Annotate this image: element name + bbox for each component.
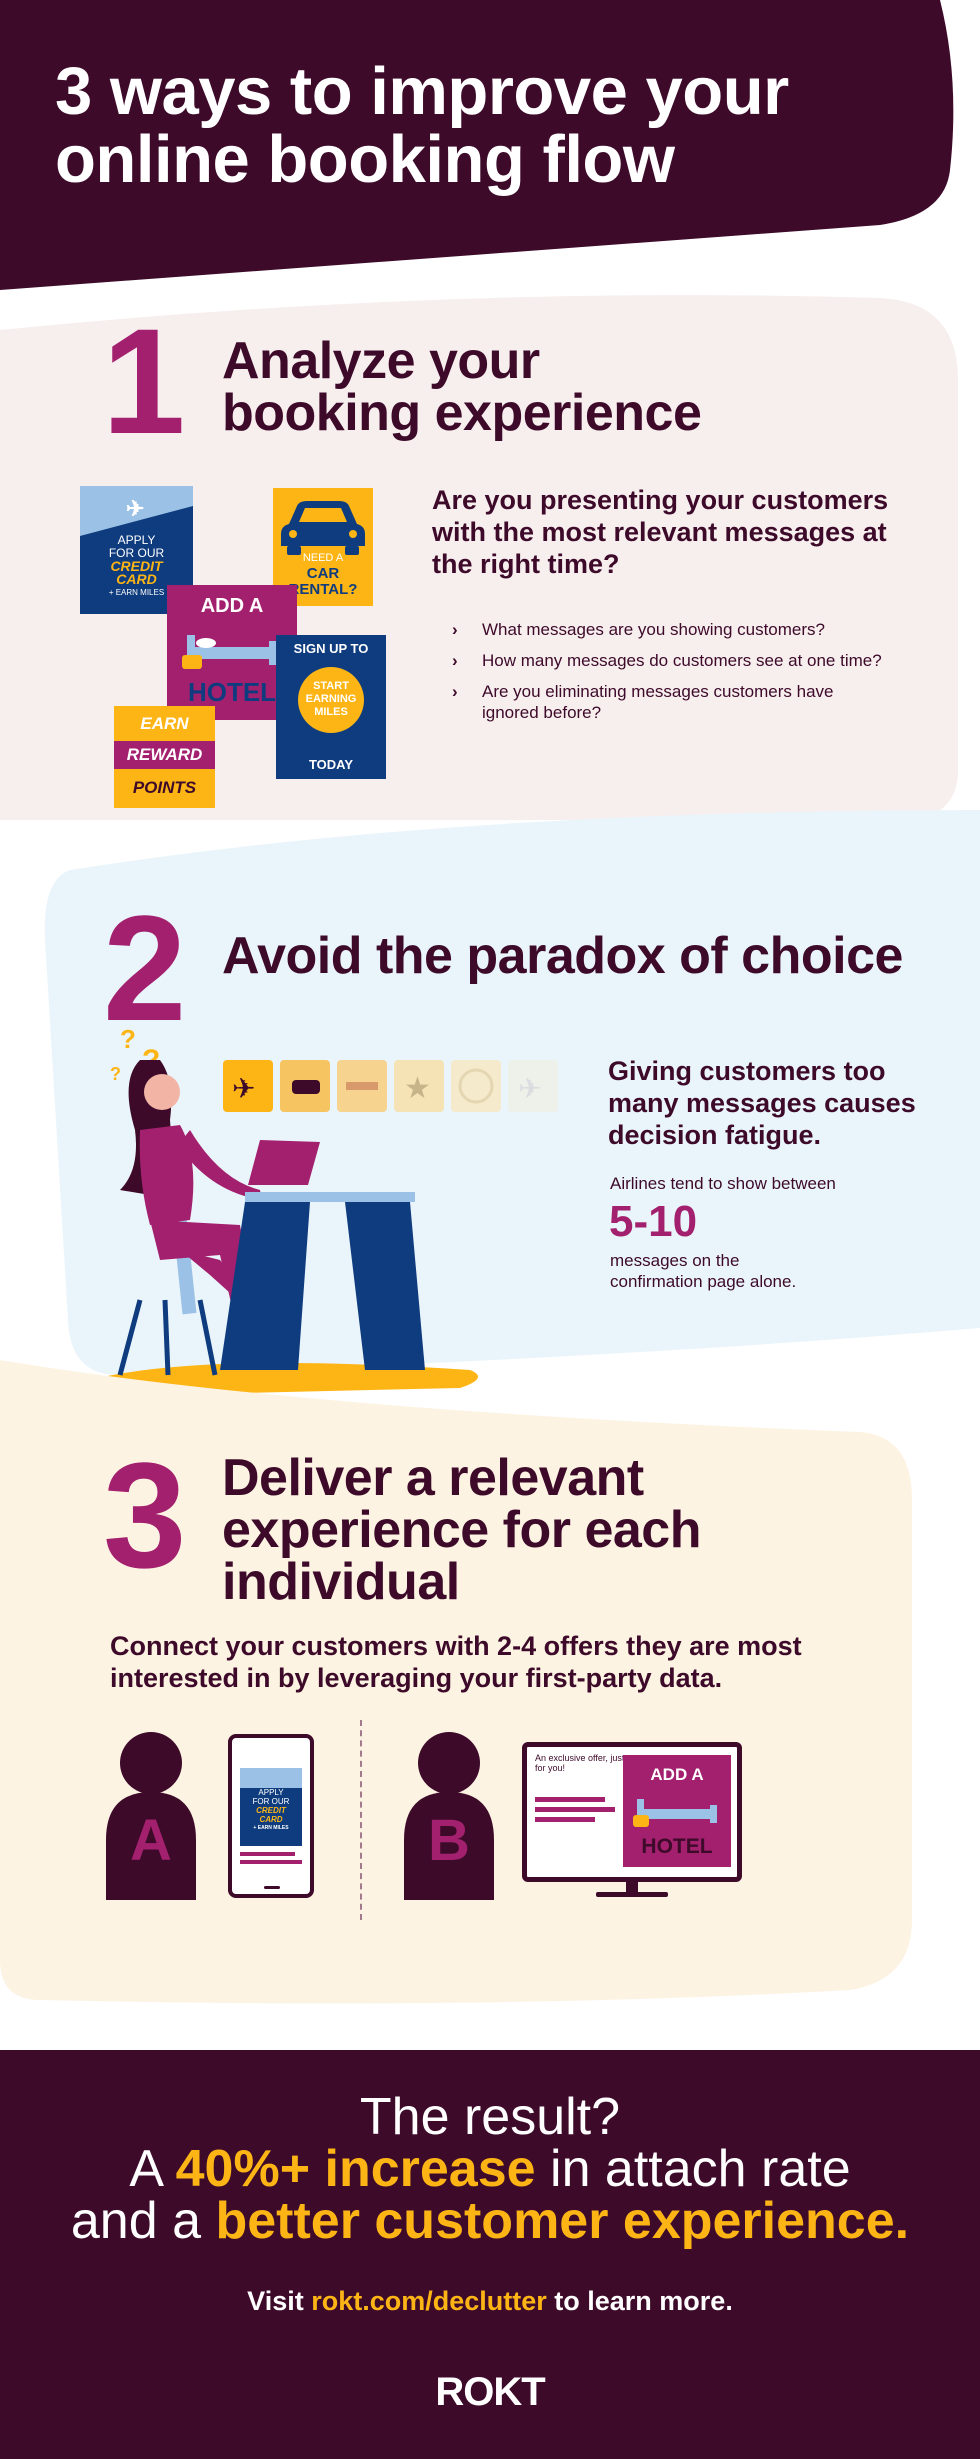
section3-title: Deliver a relevant experience for each i… [222, 1449, 701, 1611]
monitor-base [596, 1892, 668, 1897]
bed-icon [633, 1799, 717, 1827]
earn-text: EARN [140, 714, 189, 733]
section2-stat-value: 5-10 [609, 1197, 698, 1246]
today-text: TODAY [308, 757, 354, 772]
signup-text: SIGN UP TO [293, 641, 369, 656]
bed-icon [346, 1082, 378, 1090]
section2-stat-caption: messages on the confirmation page alone. [610, 1251, 797, 1291]
laptop-icon [248, 1140, 320, 1185]
visit-text: Visit rokt.com/declutter to learn more. [247, 2286, 733, 2316]
section2-lead: Giving customers too many messages cause… [608, 1056, 916, 1150]
persona-a-label: A [130, 1808, 172, 1873]
phone-credit-offer: APPLY FOR OUR CREDIT CARD + EARN MILES [240, 1768, 302, 1846]
reward-points-offer: EARN REWARD POINTS [114, 706, 215, 808]
monitor-offer-text: An exclusive offer, just for you! [535, 1753, 625, 1773]
page-title-line2: online booking flow [55, 122, 675, 197]
persona-b-avatar [404, 1732, 494, 1900]
plane-icon: ✈ [126, 496, 144, 521]
divider [360, 1720, 362, 1920]
text-line [240, 1860, 302, 1864]
result-line3: and a better customer experience. [70, 2192, 910, 2250]
text-line [240, 1852, 295, 1856]
add-hotel-offer: ADD A HOTEL [167, 585, 297, 720]
reward-text: REWARD [114, 741, 215, 769]
chevron-right-icon: › [452, 651, 458, 670]
car-rental-text: NEED A CAR RENTAL? [288, 552, 358, 598]
result-line2: A 40%+ increase in attach rate [129, 2140, 851, 2198]
plane-plus-tile [223, 1060, 273, 1112]
text-line [535, 1797, 605, 1802]
rokt-logo: ROKT [435, 2370, 545, 2414]
section1-question: Are you presenting your customers with t… [432, 485, 889, 579]
bed-icon [182, 635, 277, 669]
declutter-link[interactable]: rokt.com/declutter [311, 2286, 547, 2316]
signup-miles-offer: SIGN UP TO START EARNING MILES TODAY [276, 635, 386, 779]
section3-number: 3 [103, 1431, 186, 1599]
phone-icon: APPLY FOR OUR CREDIT CARD + EARN MILES [228, 1734, 314, 1898]
section1-title-line2: booking experience [222, 384, 702, 442]
clock-icon [458, 1068, 494, 1104]
home-bar [264, 1886, 280, 1889]
text-line [535, 1807, 615, 1812]
page-title-line1: 3 ways to improve your [55, 54, 789, 129]
hotel-text: HOTEL [187, 677, 277, 707]
persona-b-label: B [428, 1808, 470, 1873]
monitor-icon: An exclusive offer, just for you! ADD A … [522, 1742, 742, 1882]
list-item: ›What messages are you showing customers… [452, 620, 825, 639]
plane-icon: ✈ [232, 1073, 255, 1104]
section1-title: Analyze your booking experience [222, 332, 702, 442]
points-text: POINTS [132, 778, 197, 797]
page-title: 3 ways to improve your online booking fl… [55, 58, 955, 194]
section2-title: Avoid the paradox of choice [222, 927, 903, 985]
section2-number: 2 [103, 884, 186, 1052]
question-mark-icon: ? [120, 1024, 136, 1054]
star-icon: ★ [404, 1072, 431, 1105]
sky-graphic: ✈ [80, 486, 193, 536]
footer: The result? A 40%+ increase in attach ra… [0, 2050, 980, 2459]
section1-number: 1 [102, 297, 185, 465]
text-line [535, 1817, 595, 1822]
car-icon [292, 1080, 320, 1094]
result-line1: The result? [359, 2088, 621, 2146]
chevron-right-icon: › [452, 620, 458, 639]
chevron-right-icon: › [452, 682, 458, 701]
section1-title-line1: Analyze your [222, 332, 540, 390]
section3-description: Connect your customers with 2-4 offers t… [110, 1631, 802, 1693]
car-icon [281, 501, 365, 555]
monitor-hotel-offer: ADD A HOTEL [623, 1755, 731, 1867]
car-rental-offer: NEED A CAR RENTAL? [273, 488, 373, 606]
clock-tile [451, 1060, 501, 1112]
credit-card-text: APPLY FOR OUR CREDIT CARD + EARN MILES [108, 533, 165, 598]
plane-faded-tile [508, 1060, 558, 1112]
persona-a-avatar [106, 1732, 196, 1900]
miles-badge: START EARNING MILES [298, 667, 364, 733]
section1-bullet-list: ›What messages are you showing customers… [448, 619, 928, 733]
plane-icon: ✈ [518, 1073, 541, 1104]
decision-fatigue-illustration: ? ? ? ✈ ★ ✈ [87, 1024, 558, 1396]
add-hotel-text: ADD A [200, 595, 264, 617]
list-item: ›Are you eliminating messages customers … [452, 682, 834, 722]
list-item: ›How many messages do customers see at o… [452, 651, 882, 670]
header-background [0, 0, 954, 290]
question-mark-icon: ? [110, 1064, 121, 1084]
monitor-stand [626, 1882, 638, 1894]
star-tile [394, 1060, 444, 1112]
section2-stat-intro: Airlines tend to show between [610, 1174, 836, 1193]
